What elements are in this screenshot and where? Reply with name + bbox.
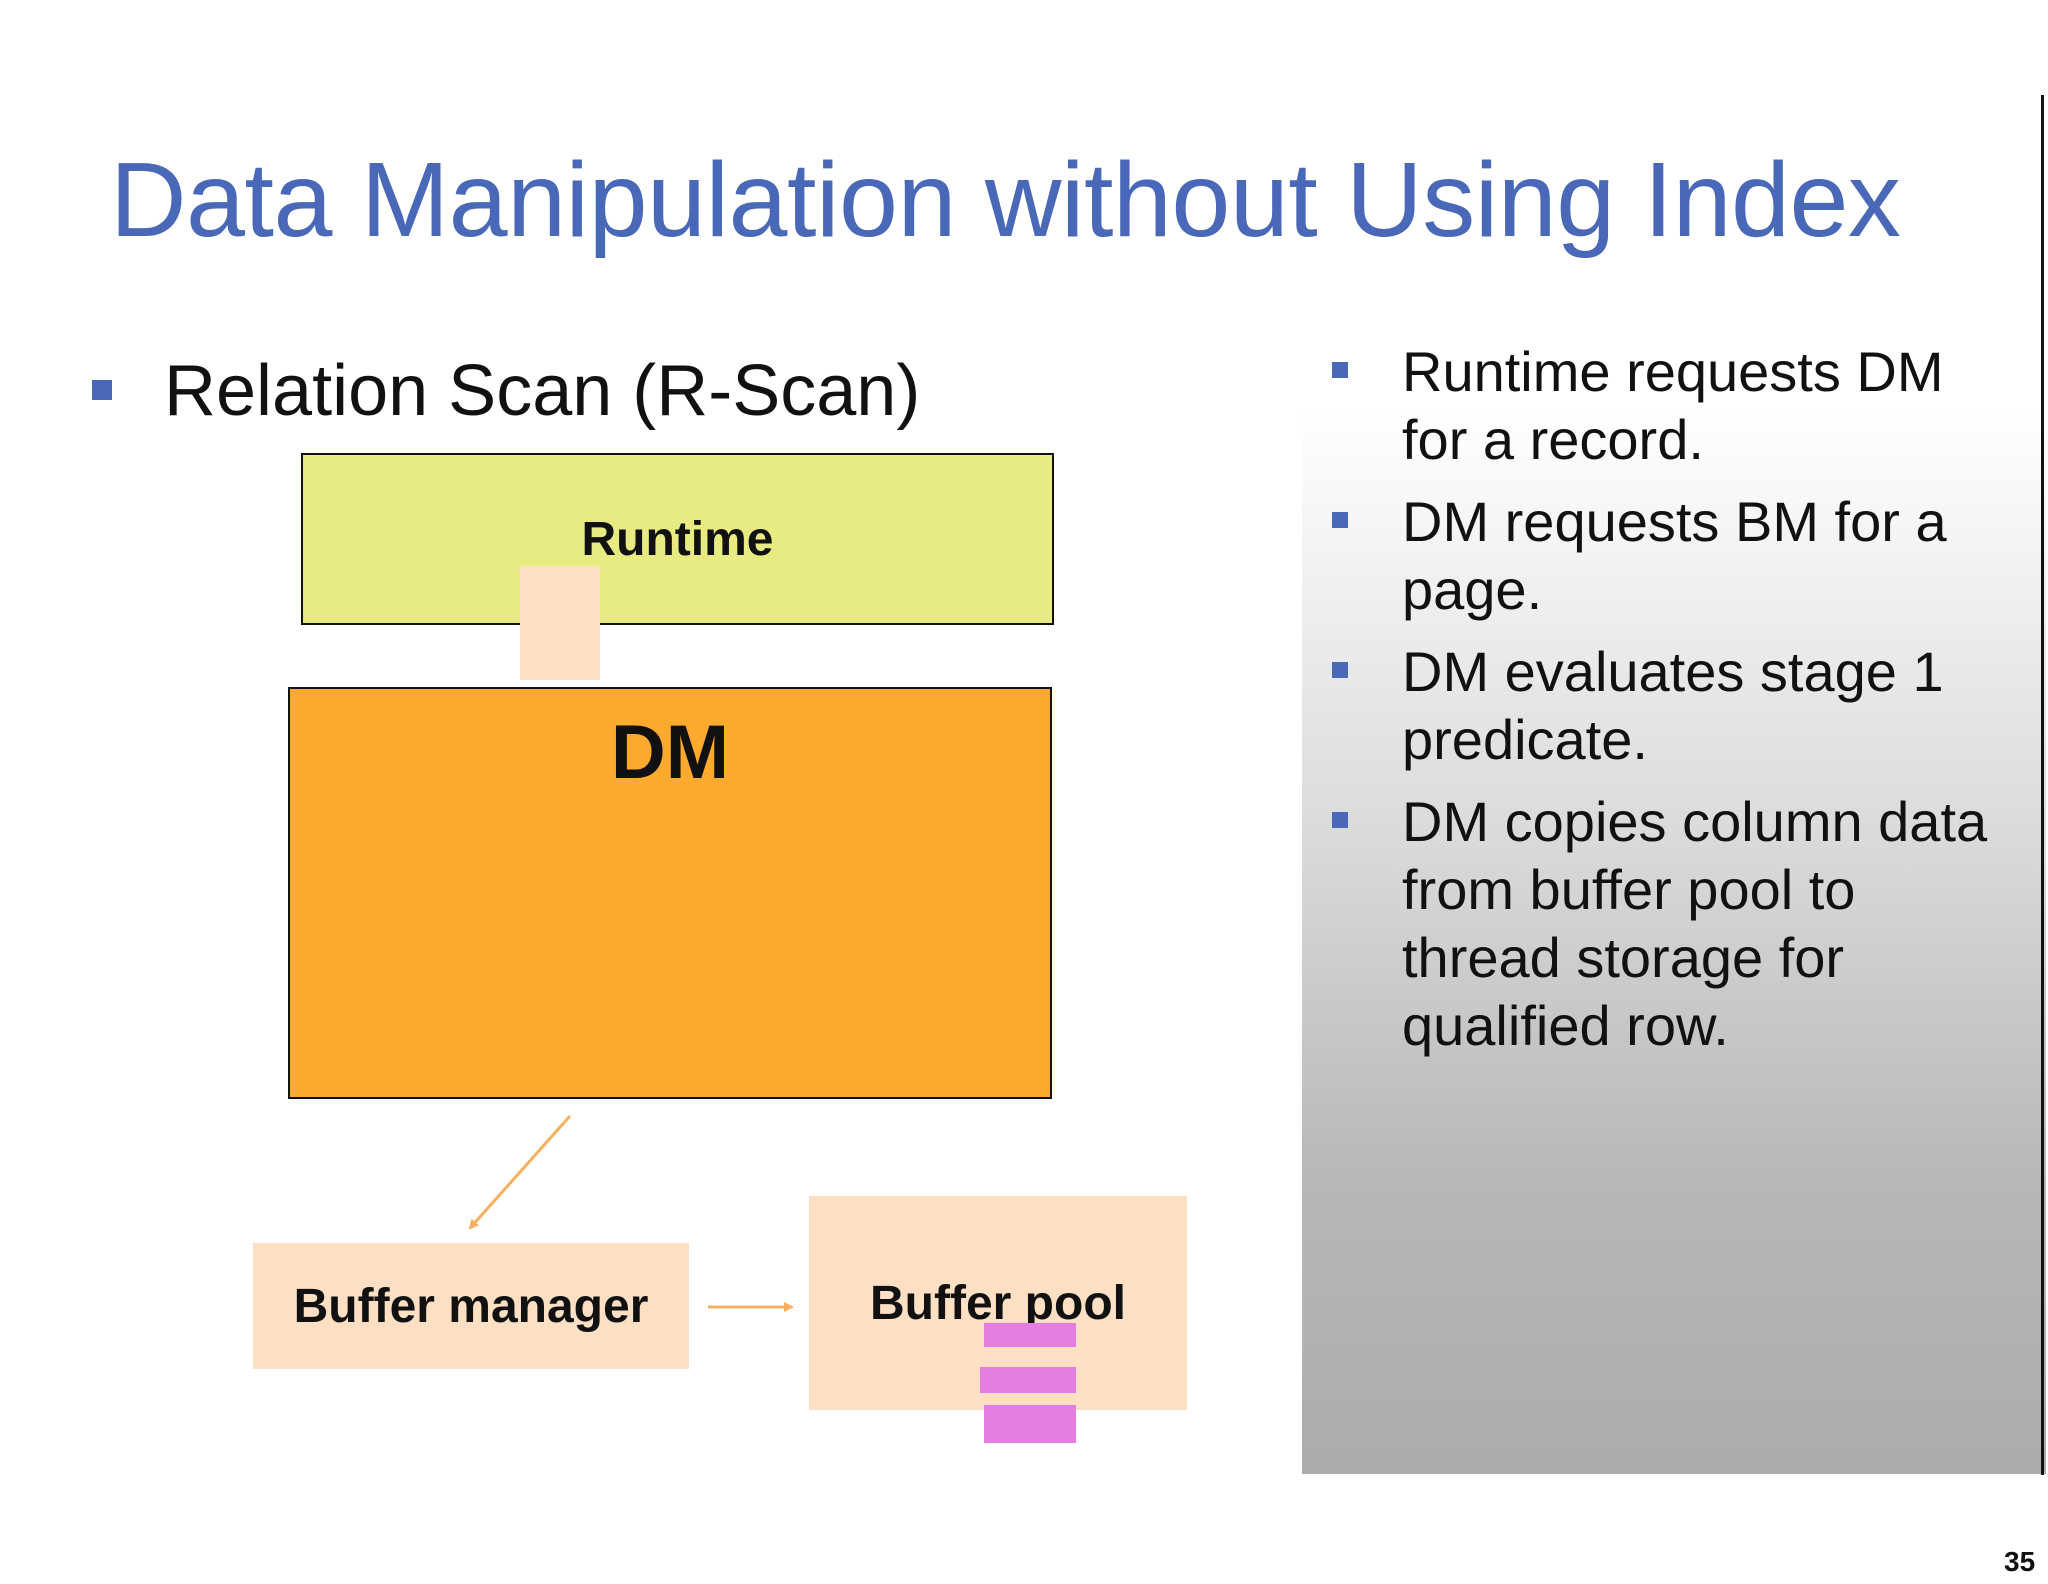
main-bullet-text: Relation Scan (R-Scan)	[164, 351, 921, 431]
bullet-square-icon	[1332, 662, 1348, 678]
runtime-label: Runtime	[581, 512, 774, 566]
notes-panel	[1302, 320, 2046, 1474]
bullet-square-icon	[92, 380, 112, 400]
note-text: DM evaluates stage 1 predicate.	[1402, 640, 1944, 771]
buffer-manager-label: Buffer manager	[293, 1279, 649, 1333]
note-item: Runtime requests DM for a record.	[1324, 338, 2024, 474]
slide-title: Data Manipulation without Using Index	[110, 141, 1901, 259]
note-text: DM copies column data from buffer pool t…	[1402, 790, 1988, 1057]
bullet-square-icon	[1332, 812, 1348, 828]
bullet-square-icon	[1332, 512, 1348, 528]
buffer-pool-label: Buffer pool	[870, 1277, 1126, 1330]
runtime-dm-connector	[520, 566, 600, 680]
buffer-pool-box: Buffer pool	[809, 1196, 1187, 1410]
buffer-page-1	[984, 1323, 1076, 1347]
note-item: DM copies column data from buffer pool t…	[1324, 788, 2024, 1060]
dm-to-buffer-manager-arrow	[468, 1115, 572, 1230]
buffer-page-3	[984, 1405, 1076, 1443]
note-item: DM evaluates stage 1 predicate.	[1324, 638, 2024, 774]
dm-box: DM	[288, 687, 1052, 1099]
note-text: Runtime requests DM for a record.	[1402, 340, 1944, 471]
dm-label: DM	[610, 710, 730, 795]
note-text: DM requests BM for a page.	[1402, 490, 1947, 621]
notes-list: Runtime requests DM for a record. DM req…	[1324, 338, 2024, 1074]
slide-edge-line	[2041, 95, 2044, 1475]
note-item: DM requests BM for a page.	[1324, 488, 2024, 624]
page-number: 35	[2004, 1546, 2036, 1577]
bullet-square-icon	[1332, 362, 1348, 378]
buffer-manager-box: Buffer manager	[253, 1243, 689, 1369]
runtime-box: Runtime	[301, 453, 1054, 625]
buffer-page-2	[980, 1367, 1076, 1393]
